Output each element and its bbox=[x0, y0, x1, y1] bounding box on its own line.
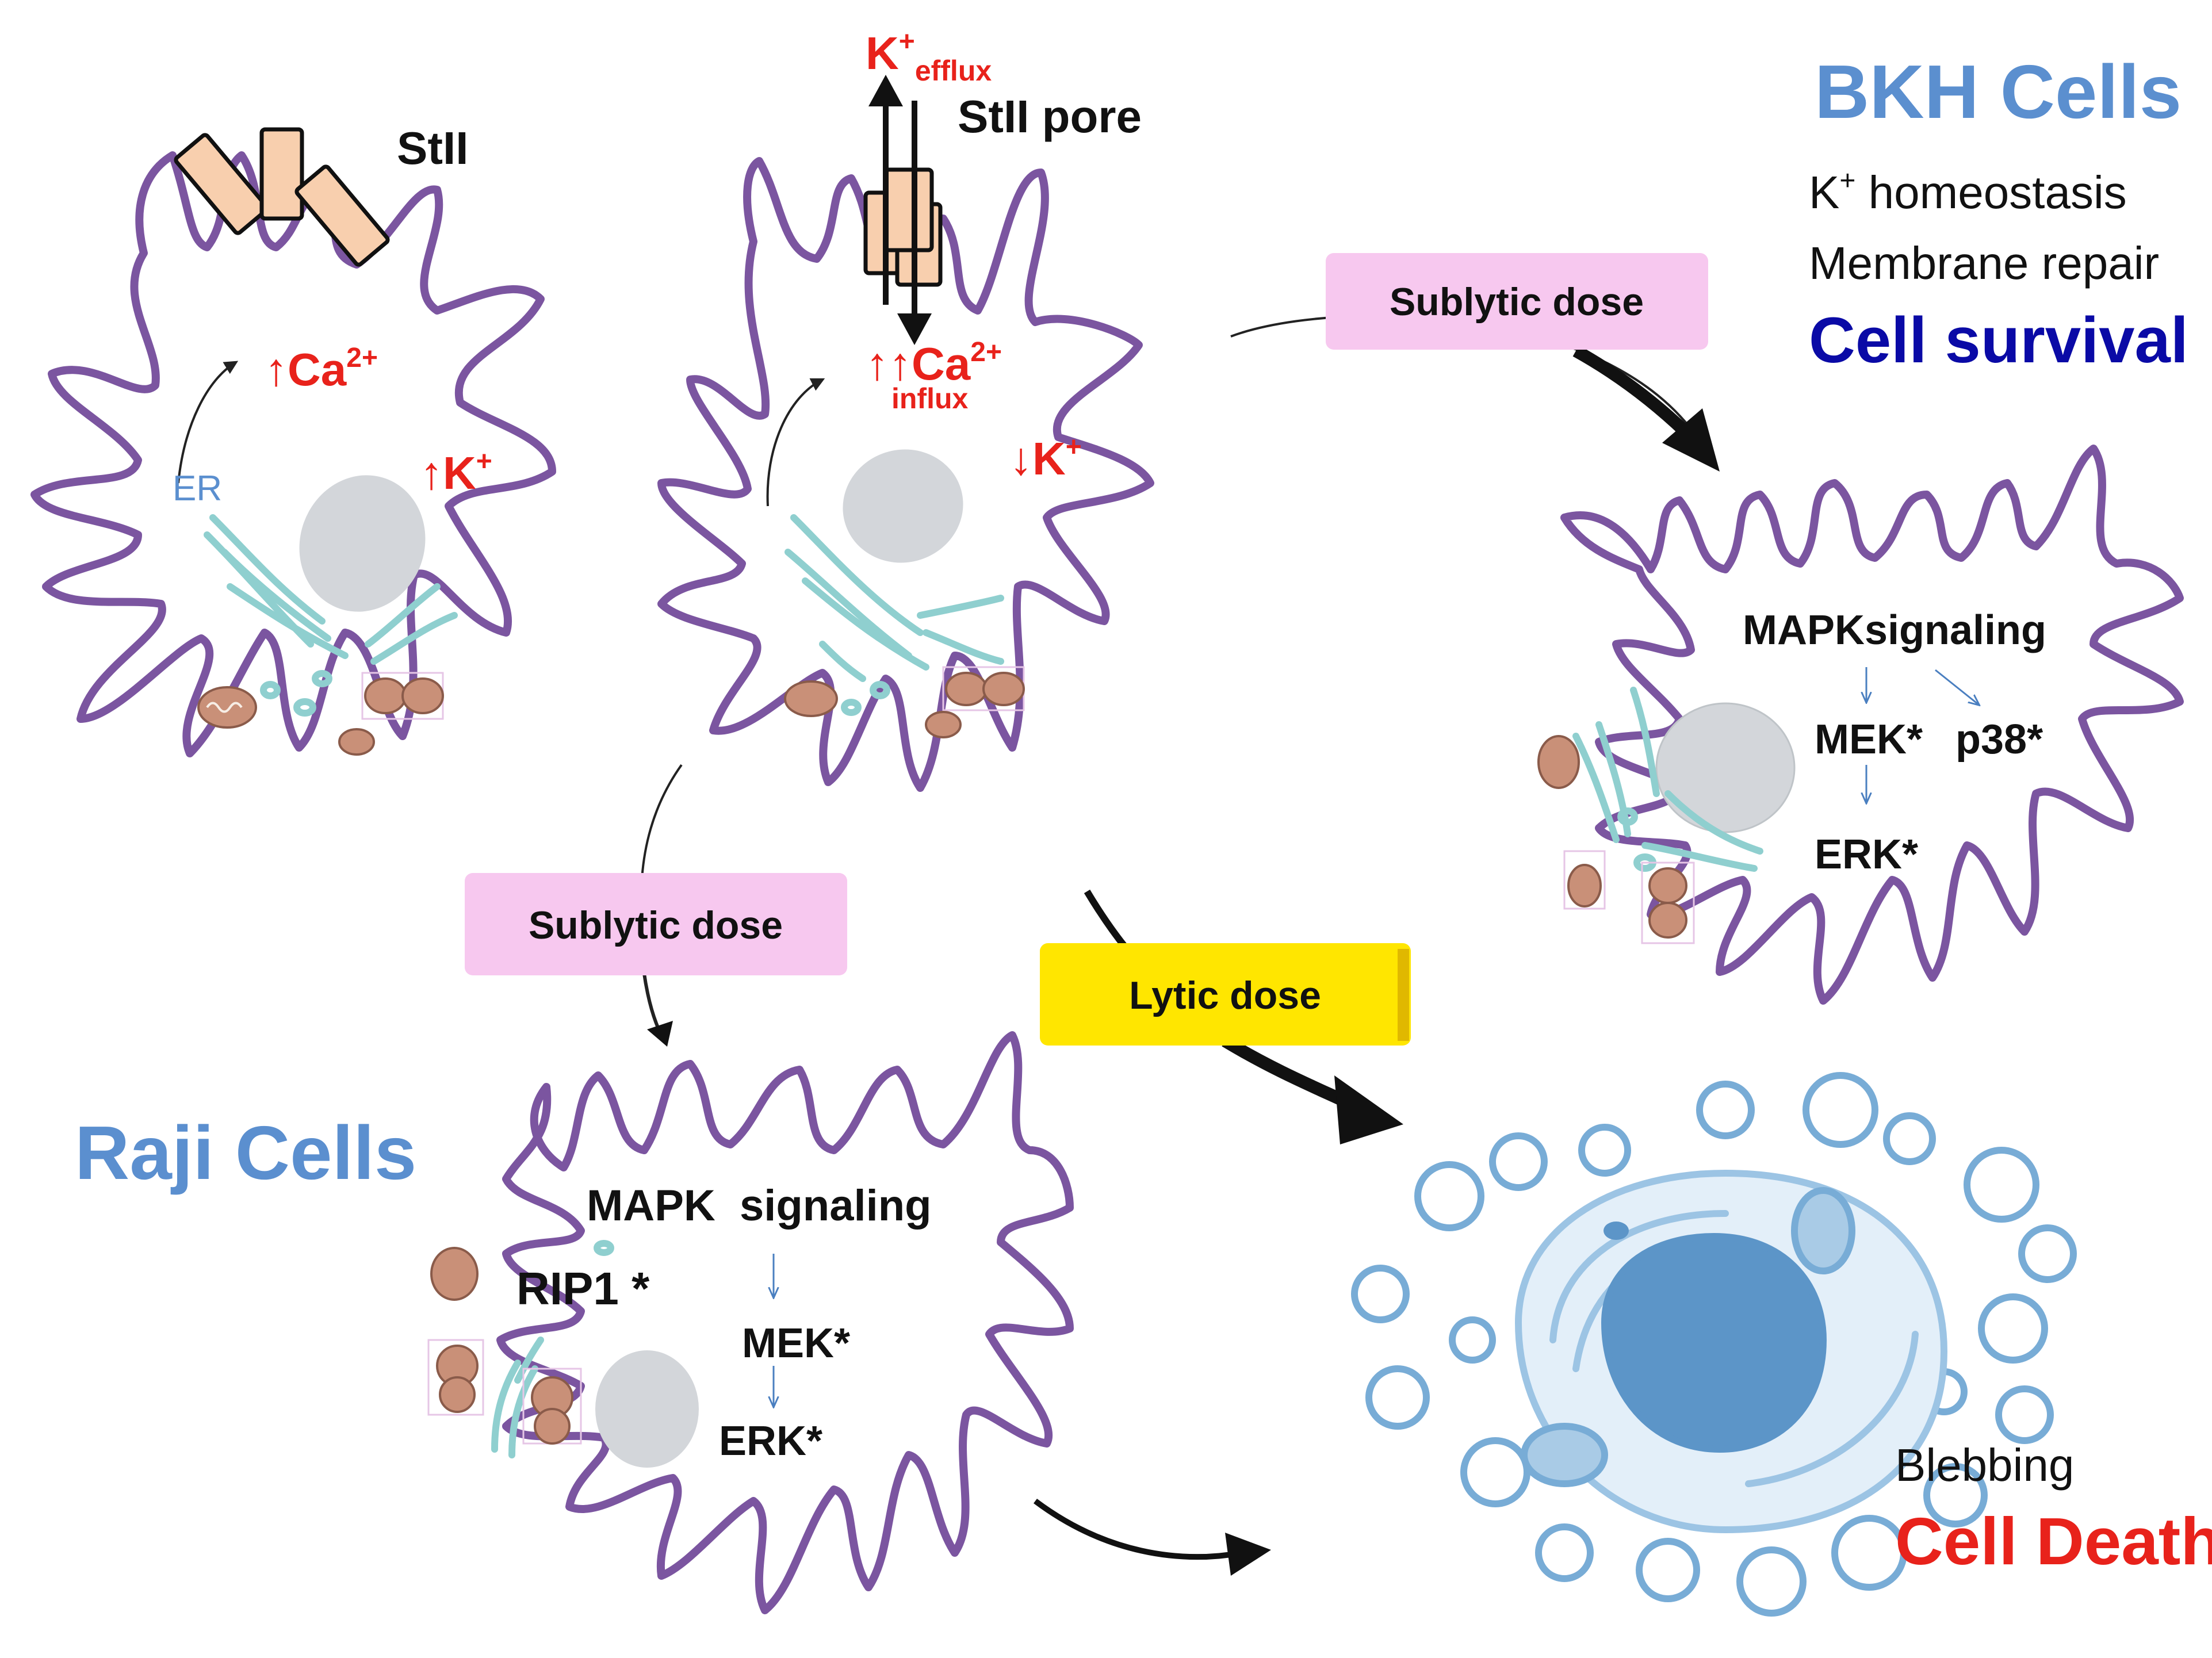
bkh-title: BKH Cells bbox=[1815, 49, 2182, 134]
bkh-homeostasis: K+ homeostasis bbox=[1809, 166, 2127, 218]
bkh-p38-label: p38* bbox=[1955, 717, 2043, 763]
nucleus bbox=[595, 1350, 699, 1468]
dying-cell bbox=[1351, 1072, 2077, 1617]
toxin-monomers bbox=[174, 127, 390, 267]
fragmented-nucleus bbox=[1601, 1232, 1827, 1453]
mitochondria bbox=[784, 666, 1025, 738]
bkh-legend: BKH Cells K+ homeostasis Membrane repair… bbox=[1809, 49, 2188, 376]
mitochondria bbox=[427, 1247, 582, 1445]
bkh-outcome: Cell survival bbox=[1809, 304, 2188, 376]
nucleus bbox=[299, 475, 426, 612]
raji-erk-label: ERK* bbox=[719, 1418, 822, 1464]
arrow-head bbox=[647, 1021, 673, 1047]
ion-flux-arrows bbox=[868, 75, 932, 345]
sublytic-box-left bbox=[465, 873, 847, 975]
calcium-influx-label: ↑↑Ca2+ bbox=[866, 337, 1002, 389]
toxin-pore bbox=[863, 167, 943, 287]
arrow-to-p38 bbox=[1935, 669, 1978, 704]
sublytic-dose-top: Sublytic dose bbox=[1230, 253, 1720, 472]
raji-rip1-label: RIP1 * bbox=[516, 1263, 650, 1314]
endoplasmic-reticulum bbox=[204, 514, 458, 717]
toxin-label: StII bbox=[397, 122, 468, 174]
pore-label: StII pore bbox=[958, 91, 1142, 142]
mitochondria bbox=[1537, 735, 1695, 944]
top-left-cell: StII ↑Ca2+ ↑K+ ER bbox=[30, 122, 556, 757]
potassium-down-label: ↓K+ bbox=[1009, 432, 1082, 484]
endoplasmic-reticulum bbox=[1572, 687, 1763, 872]
arrow-head bbox=[1334, 1075, 1403, 1144]
lytic-box bbox=[1040, 943, 1411, 1046]
bkh-erk-label: ERK* bbox=[1815, 832, 1918, 878]
raji-cell: Raji Cells MAPK signaling RIP1 * MEK* ER… bbox=[75, 1031, 1271, 1614]
membrane-blebs bbox=[1351, 1072, 2077, 1617]
potassium-efflux-label: K+efflux bbox=[866, 26, 992, 87]
endoplasmic-reticulum bbox=[491, 1240, 614, 1458]
cell-membrane bbox=[1560, 445, 2184, 1005]
er-calcium-arrow bbox=[177, 361, 239, 484]
mitochondria bbox=[197, 672, 444, 756]
er-label: ER bbox=[173, 469, 222, 508]
raji-signaling-label: MAPK signaling bbox=[587, 1181, 932, 1230]
cell-membrane bbox=[657, 157, 1154, 792]
top-middle-cell: K+efflux StII pore ↑↑Ca2+ influx ↓K+ bbox=[657, 26, 1154, 792]
lytic-dose: Lytic dose bbox=[1040, 889, 1411, 1144]
calcium-label: ↑Ca2+ bbox=[265, 343, 378, 395]
bkh-mek-label: MEK* bbox=[1815, 717, 1923, 763]
nucleus bbox=[1655, 702, 1796, 833]
nucleus bbox=[843, 449, 963, 563]
bkh-membrane-repair: Membrane repair bbox=[1809, 238, 2159, 289]
raji-mek-label: MEK* bbox=[742, 1320, 850, 1366]
sublytic-label-top: Sublytic dose bbox=[1390, 280, 1644, 324]
sublytic-dose-left: Sublytic dose bbox=[465, 764, 847, 1047]
organelle bbox=[1521, 1423, 1608, 1487]
organelle bbox=[1791, 1187, 1855, 1274]
er-calcium-arrow bbox=[766, 378, 825, 507]
arrow-head bbox=[1662, 408, 1720, 472]
sublytic-box-top bbox=[1326, 253, 1708, 350]
arrow-head bbox=[1225, 1533, 1271, 1576]
raji-to-death-arrow bbox=[1034, 1498, 1243, 1560]
sublytic-label-left: Sublytic dose bbox=[529, 903, 783, 947]
potassium-label: ↑K+ bbox=[420, 446, 492, 499]
bkh-survival-cell: MAPKsignaling MEK* p38* ERK* bbox=[1537, 445, 2184, 1005]
endoplasmic-reticulum bbox=[784, 514, 1004, 716]
raji-title: Raji Cells bbox=[75, 1111, 416, 1195]
death-outcome: Cell Death bbox=[1895, 1504, 2212, 1579]
influx-subscript: influx bbox=[891, 382, 969, 415]
lytic-label: Lytic dose bbox=[1129, 974, 1321, 1017]
blebbing-label: Blebbing bbox=[1895, 1439, 2074, 1491]
bkh-signaling-label: MAPKsignaling bbox=[1743, 607, 2046, 653]
cell-membrane bbox=[496, 1031, 1074, 1614]
